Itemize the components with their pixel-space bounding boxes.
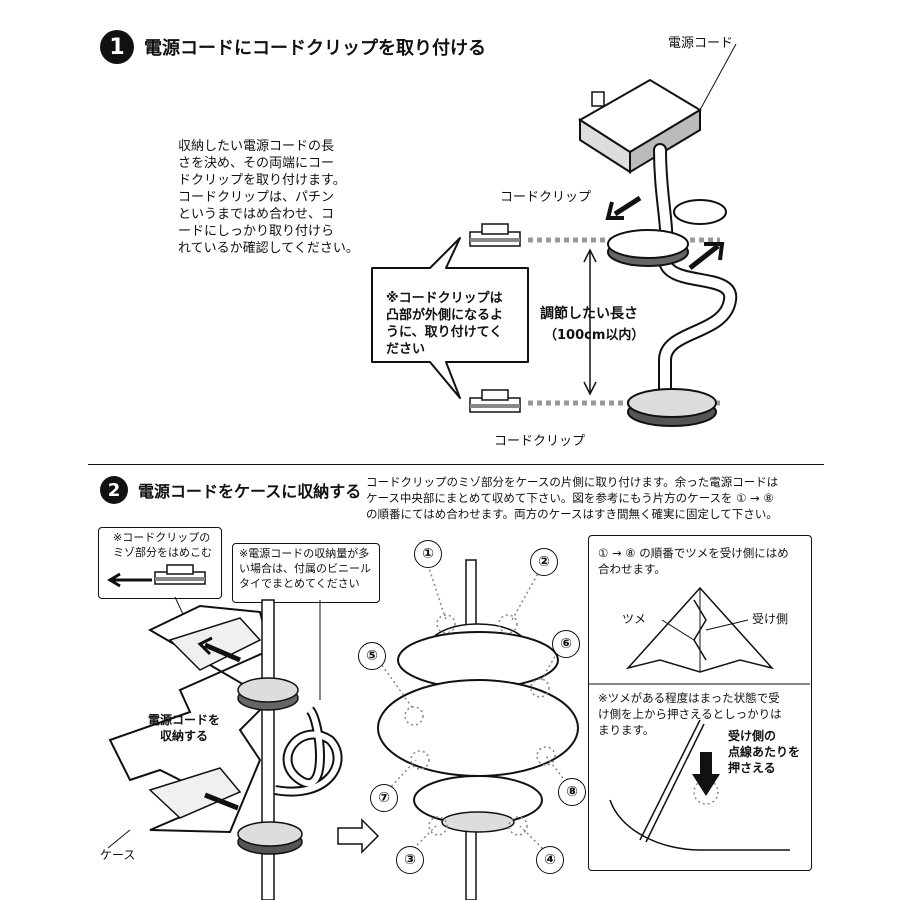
press-label: 受け側の 点線あたりを 押さえる (728, 728, 800, 776)
receiver-label: 受け側 (752, 610, 788, 627)
tab-label: ツメ (622, 610, 646, 627)
